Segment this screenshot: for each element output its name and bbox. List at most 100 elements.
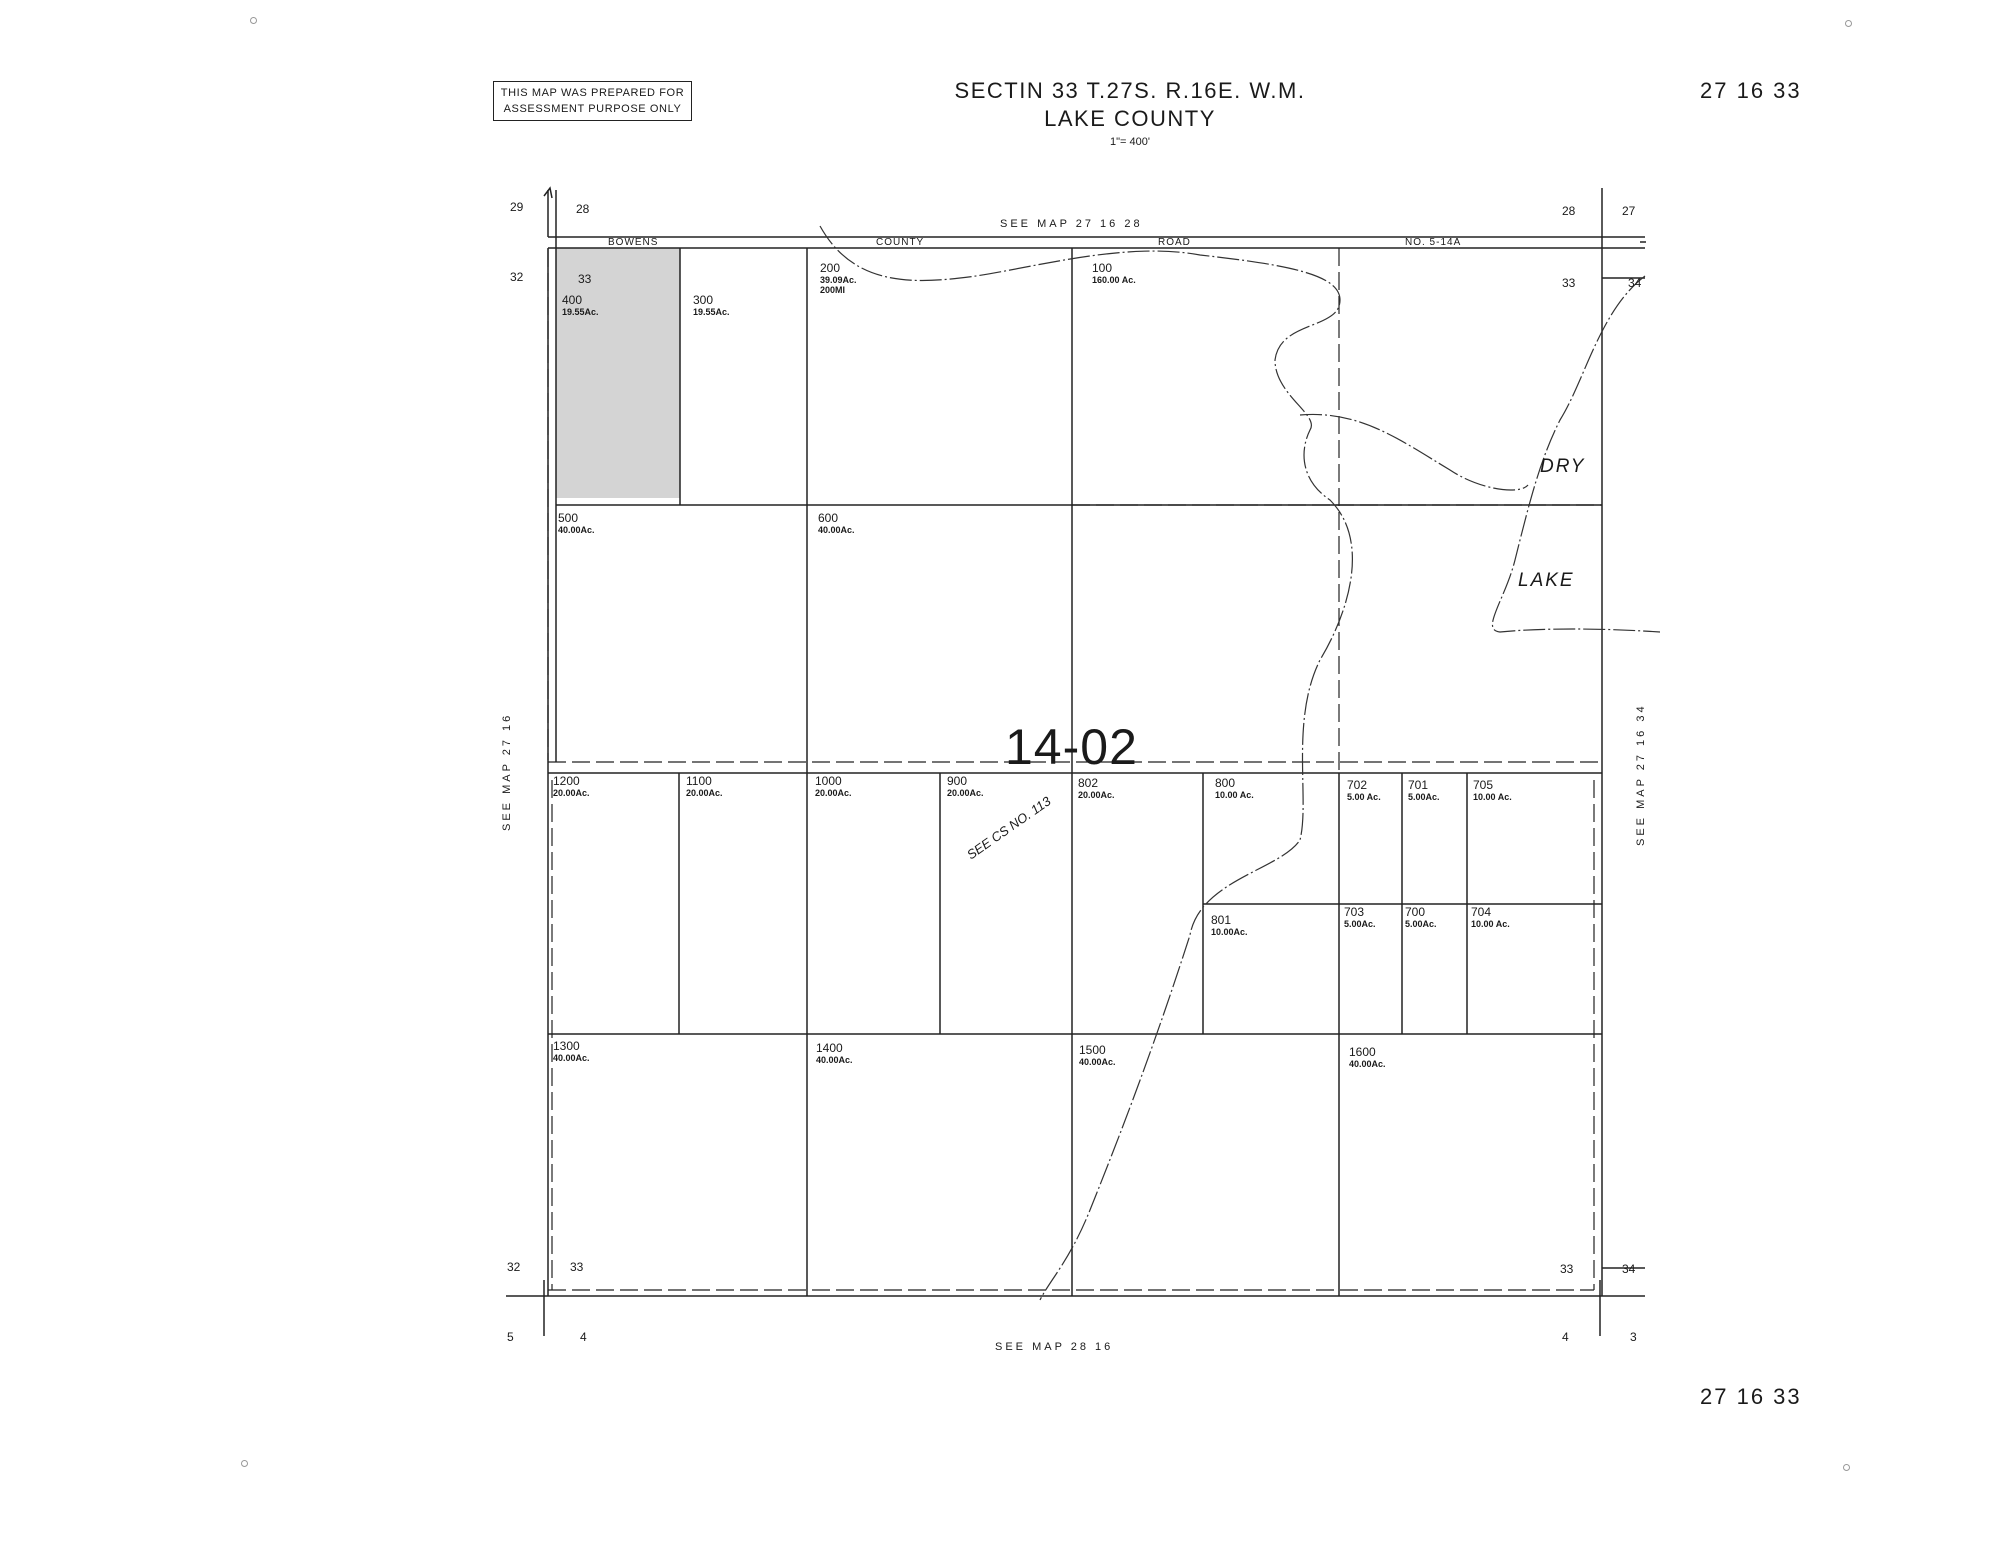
parcel-acres: 19.55Ac.	[562, 307, 599, 317]
parcel-1000[interactable]: 1000 20.00Ac.	[815, 774, 852, 799]
parcel-802[interactable]: 802 20.00Ac.	[1078, 776, 1115, 801]
section-4-label-br: 4	[1562, 1330, 1569, 1344]
parcel-801[interactable]: 801 10.00Ac.	[1211, 913, 1248, 938]
parcel-1500[interactable]: 1500 40.00Ac.	[1079, 1043, 1116, 1068]
parcel-extra: 200MI	[820, 285, 846, 295]
assessment-disclaimer-box: THIS MAP WAS PREPARED FOR ASSESSMENT PUR…	[493, 81, 692, 121]
parcel-id: 900	[947, 774, 968, 788]
parcel-700[interactable]: 700 5.00Ac.	[1405, 905, 1437, 930]
parcel-400-shading	[556, 248, 680, 498]
parcel-acres: 20.00Ac.	[947, 788, 984, 798]
dry-lake-shore-east	[1491, 275, 1661, 633]
parcel-acres: 39.09Ac.	[820, 275, 857, 285]
parcel-400[interactable]: 400 19.55Ac.	[562, 294, 599, 318]
parcel-acres: 20.00Ac.	[1078, 790, 1115, 800]
road-west-end	[547, 190, 557, 248]
section-33-label-bottom: 33	[570, 1260, 584, 1274]
parcel-800[interactable]: 800 10.00 Ac.	[1215, 776, 1254, 801]
parcel-600[interactable]: 600 40.00Ac.	[818, 511, 855, 536]
parcel-id: 800	[1215, 776, 1236, 790]
parcel-acres: 20.00Ac.	[815, 788, 852, 798]
parcel-704[interactable]: 704 10.00 Ac.	[1471, 905, 1510, 930]
parcel-id: 1100	[686, 774, 712, 788]
disclaimer-line-2: ASSESSMENT PURPOSE ONLY	[503, 103, 682, 115]
parcel-id: 701	[1408, 778, 1429, 792]
parcel-acres: 5.00Ac.	[1344, 919, 1376, 929]
parcel-acres: 40.00Ac.	[1349, 1059, 1386, 1069]
stream-line	[819, 225, 1353, 1301]
see-map-north: SEE MAP 27 16 28	[1000, 218, 1143, 230]
parcel-acres: 40.00Ac.	[558, 525, 595, 535]
registration-mark	[1845, 20, 1852, 27]
see-map-east: SEE MAP 27 16 34	[1635, 703, 1647, 846]
parcel-acres: 5.00Ac.	[1405, 919, 1437, 929]
see-map-south: SEE MAP 28 16	[995, 1341, 1114, 1353]
parcel-1400[interactable]: 1400 40.00Ac.	[816, 1042, 853, 1066]
road-label-county: COUNTY	[876, 237, 925, 248]
parcel-id: 704	[1471, 905, 1492, 919]
parcel-id: 300	[693, 293, 714, 307]
registration-mark	[1843, 1464, 1850, 1471]
map-scale: 1"= 400'	[1110, 136, 1150, 148]
road-label-number: NO. 5-14A	[1405, 237, 1462, 248]
parcel-id: 801	[1211, 913, 1232, 927]
parcel-acres: 5.00 Ac.	[1347, 792, 1381, 802]
road-label-road: ROAD	[1158, 237, 1191, 248]
section-34-label: 34	[1628, 276, 1642, 290]
parcel-id: 700	[1405, 905, 1426, 919]
registration-mark	[241, 1460, 248, 1467]
parcel-id: 200	[820, 261, 841, 275]
parcel-900[interactable]: 900 20.00Ac.	[947, 774, 984, 799]
lake-label: LAKE	[1518, 570, 1575, 591]
parcel-id: 500	[558, 511, 579, 525]
map-code: 14-02	[1005, 719, 1138, 775]
parcel-id: 1500	[1079, 1043, 1106, 1057]
parcel-1200[interactable]: 1200 20.00Ac.	[553, 775, 590, 799]
dry-label: DRY	[1540, 456, 1586, 477]
parcel-acres: 10.00Ac.	[1211, 927, 1248, 937]
section-33-label: 33	[578, 272, 592, 286]
county-name: LAKE COUNTY	[1044, 106, 1216, 131]
parcel-702[interactable]: 702 5.00 Ac.	[1347, 778, 1381, 803]
parcel-acres: 10.00 Ac.	[1473, 792, 1512, 802]
section-27-label: 27	[1622, 204, 1636, 218]
dry-lake-shore-north	[1299, 413, 1529, 491]
parcel-id: 100	[1092, 261, 1113, 275]
parcel-500[interactable]: 500 40.00Ac.	[558, 511, 595, 536]
parcel-1600[interactable]: 1600 40.00Ac.	[1349, 1046, 1386, 1070]
parcel-705[interactable]: 705 10.00 Ac.	[1473, 779, 1512, 803]
parcel-701[interactable]: 701 5.00Ac.	[1408, 778, 1440, 803]
parcel-id: 802	[1078, 776, 1099, 790]
parcel-id: 600	[818, 511, 839, 525]
disclaimer-line-1: THIS MAP WAS PREPARED FOR	[500, 87, 685, 99]
parcel-acres: 40.00Ac.	[1079, 1057, 1116, 1067]
parcel-id: 702	[1347, 778, 1368, 792]
parcel-100[interactable]: 100 160.00 Ac.	[1092, 261, 1136, 286]
map-number-bottom: 27 16 33	[1700, 1384, 1802, 1409]
parcel-acres: 10.00 Ac.	[1215, 790, 1254, 800]
section-3-label: 3	[1630, 1330, 1637, 1344]
section-4-label: 4	[580, 1330, 587, 1344]
parcel-703[interactable]: 703 5.00Ac.	[1344, 906, 1376, 930]
parcel-1300[interactable]: 1300 40.00Ac.	[553, 1039, 590, 1064]
parcel-acres: 160.00 Ac.	[1092, 275, 1136, 285]
section-28-label: 28	[576, 202, 590, 216]
section-28-label-right: 28	[1562, 204, 1576, 218]
parcel-200[interactable]: 200 39.09Ac. 200MI	[820, 261, 857, 296]
parcel-acres: 19.55Ac.	[693, 307, 730, 317]
parcel-acres: 40.00Ac.	[818, 525, 855, 535]
parcel-acres: 10.00 Ac.	[1471, 919, 1510, 929]
parcel-1100[interactable]: 1100 20.00Ac.	[686, 774, 723, 799]
section-33-label-br: 33	[1560, 1262, 1574, 1276]
map-title: SECTIN 33 T.27S. R.16E. W.M.	[954, 78, 1306, 103]
parcel-acres: 5.00Ac.	[1408, 792, 1440, 802]
registration-mark	[250, 17, 257, 24]
parcel-300[interactable]: 300 19.55Ac.	[693, 293, 730, 318]
parcel-acres: 40.00Ac.	[816, 1055, 853, 1065]
parcel-acres: 40.00Ac.	[553, 1053, 590, 1063]
parcel-id: 1300	[553, 1039, 580, 1053]
section-33-label-right: 33	[1562, 276, 1576, 290]
parcel-acres: 20.00Ac.	[553, 788, 590, 798]
parcel-id: 1000	[815, 774, 842, 788]
